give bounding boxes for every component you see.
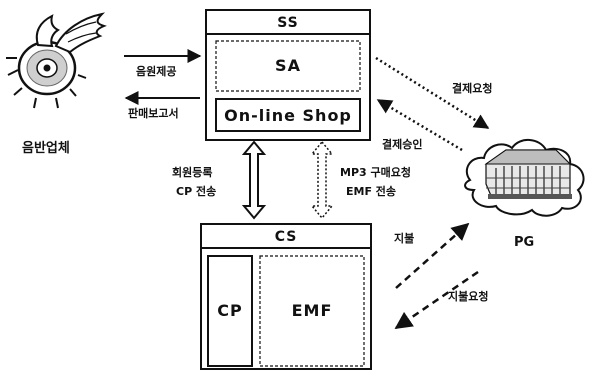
cp-label: CP [217, 301, 242, 320]
cs-box: CS CP EMF [201, 224, 371, 369]
record-company-label: 음반업체 [22, 140, 70, 156]
bank-building-icon [465, 140, 583, 216]
online-shop-label: On-line Shop [224, 106, 352, 125]
emf-label: EMF [292, 301, 333, 320]
flow-label-payment-approve: 결제승인 [382, 137, 422, 151]
ss-title: SS [277, 15, 299, 31]
flow-label-pay: 지불 [394, 231, 414, 245]
cs-title: CS [275, 229, 298, 245]
ss-box: SS SA On-line Shop [206, 10, 370, 140]
flow-label-member-register: 회원등록 [172, 165, 212, 179]
sa-label: SA [275, 56, 301, 75]
flow-label-sales-report: 판매보고서 [128, 106, 179, 120]
flow-label-music-provide: 음원제공 [136, 64, 176, 78]
flow-label-pay-request: 지불요청 [448, 289, 488, 303]
flow-label-payment-request: 결제요청 [452, 81, 492, 95]
winged-cd-icon [6, 14, 104, 108]
pg-label: PG [514, 235, 534, 250]
flow-label-emf-transfer: EMF 전송 [346, 184, 396, 198]
flow-label-mp3-purchase: MP3 구매요청 [340, 165, 411, 179]
arrow-member-register [244, 142, 264, 218]
arrow-mp3-purchase [312, 142, 332, 218]
flow-label-cp-transfer: CP 전송 [176, 184, 216, 198]
